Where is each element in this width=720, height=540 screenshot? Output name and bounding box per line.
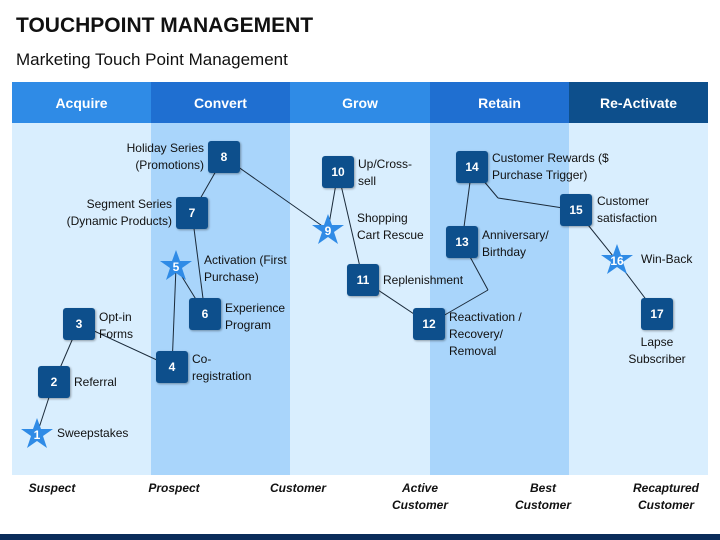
node-17-label: Lapse Subscriber bbox=[628, 335, 686, 366]
node-16-star: 16 bbox=[600, 243, 634, 277]
node-7-label: Segment Series (Dynamic Products) bbox=[66, 197, 172, 228]
node-2: 2 bbox=[38, 366, 70, 398]
node-16-number: 16 bbox=[610, 254, 624, 268]
phase-acquire: Acquire bbox=[12, 82, 151, 123]
column-acquire bbox=[12, 123, 151, 475]
node-16-label: Win-Back bbox=[641, 252, 693, 266]
node-6: 6 bbox=[189, 298, 221, 330]
stage-recaptured-customer: Recaptured Customer bbox=[632, 481, 700, 512]
node-9-number: 9 bbox=[324, 224, 332, 238]
node-10: 10 bbox=[322, 156, 354, 188]
phase-reactivate: Re-Activate bbox=[569, 82, 708, 123]
bottom-bar bbox=[0, 534, 720, 540]
node-8: 8 bbox=[208, 141, 240, 173]
node-15-label: Customer satisfaction bbox=[597, 194, 658, 225]
node-12-label: Reactivation / Recovery/ Removal bbox=[449, 310, 522, 358]
node-11: 11 bbox=[347, 264, 379, 296]
node-5-star: 5 bbox=[159, 249, 193, 283]
column-reactivate bbox=[569, 123, 708, 475]
node-4-label: Co-registration bbox=[192, 352, 252, 383]
stage-active-customer: Active Customer bbox=[391, 481, 448, 512]
phase-retain: Retain bbox=[430, 82, 569, 123]
node-12: 12 bbox=[413, 308, 445, 340]
node-3: 3 bbox=[63, 308, 95, 340]
node-4: 4 bbox=[156, 351, 188, 383]
node-1-number: 1 bbox=[33, 428, 41, 442]
phase-grow: Grow bbox=[290, 82, 430, 123]
page-subtitle: Marketing Touch Point Management bbox=[16, 50, 288, 69]
node-6-label: Experience Program bbox=[225, 301, 286, 332]
node-15: 15 bbox=[560, 194, 592, 226]
star-icon bbox=[312, 214, 344, 244]
page-title: TOUCHPOINT MANAGEMENT bbox=[16, 14, 314, 37]
column-retain bbox=[430, 123, 569, 475]
star-icon bbox=[601, 244, 633, 274]
node-10-label: Up/Cross-sell bbox=[358, 157, 413, 188]
node-5-label: Activation (First Purchase) bbox=[204, 253, 287, 284]
node-2-label: Referral bbox=[74, 375, 117, 389]
star-icon bbox=[21, 418, 53, 448]
node-9-star: 9 bbox=[311, 213, 345, 247]
node-3-label: Opt-in Forms bbox=[99, 310, 133, 341]
node-14: 14 bbox=[456, 151, 488, 183]
node-17: 17 bbox=[641, 298, 673, 330]
node-13-label: Anniversary/ Birthday bbox=[482, 228, 549, 259]
node-11-label: Replenishment bbox=[383, 273, 464, 287]
node-5-number: 5 bbox=[172, 260, 180, 274]
node-13: 13 bbox=[446, 226, 478, 258]
stage-prospect: Prospect bbox=[148, 481, 200, 495]
stage-suspect: Suspect bbox=[28, 481, 76, 495]
star-icon bbox=[160, 250, 192, 280]
node-8-label: Holiday Series (Promotions) bbox=[126, 141, 204, 172]
node-1-star: 1 bbox=[20, 417, 54, 451]
node-7: 7 bbox=[176, 197, 208, 229]
phase-convert: Convert bbox=[151, 82, 290, 123]
column-grow bbox=[290, 123, 430, 475]
node-9-label: Shopping Cart Rescue bbox=[357, 211, 424, 242]
stage-customer: Customer bbox=[269, 481, 326, 495]
node-14-label: Customer Rewards ($ Purchase Trigger) bbox=[492, 151, 609, 182]
node-1-label: Sweepstakes bbox=[57, 426, 129, 440]
stage-best-customer: Best Customer bbox=[514, 481, 571, 512]
